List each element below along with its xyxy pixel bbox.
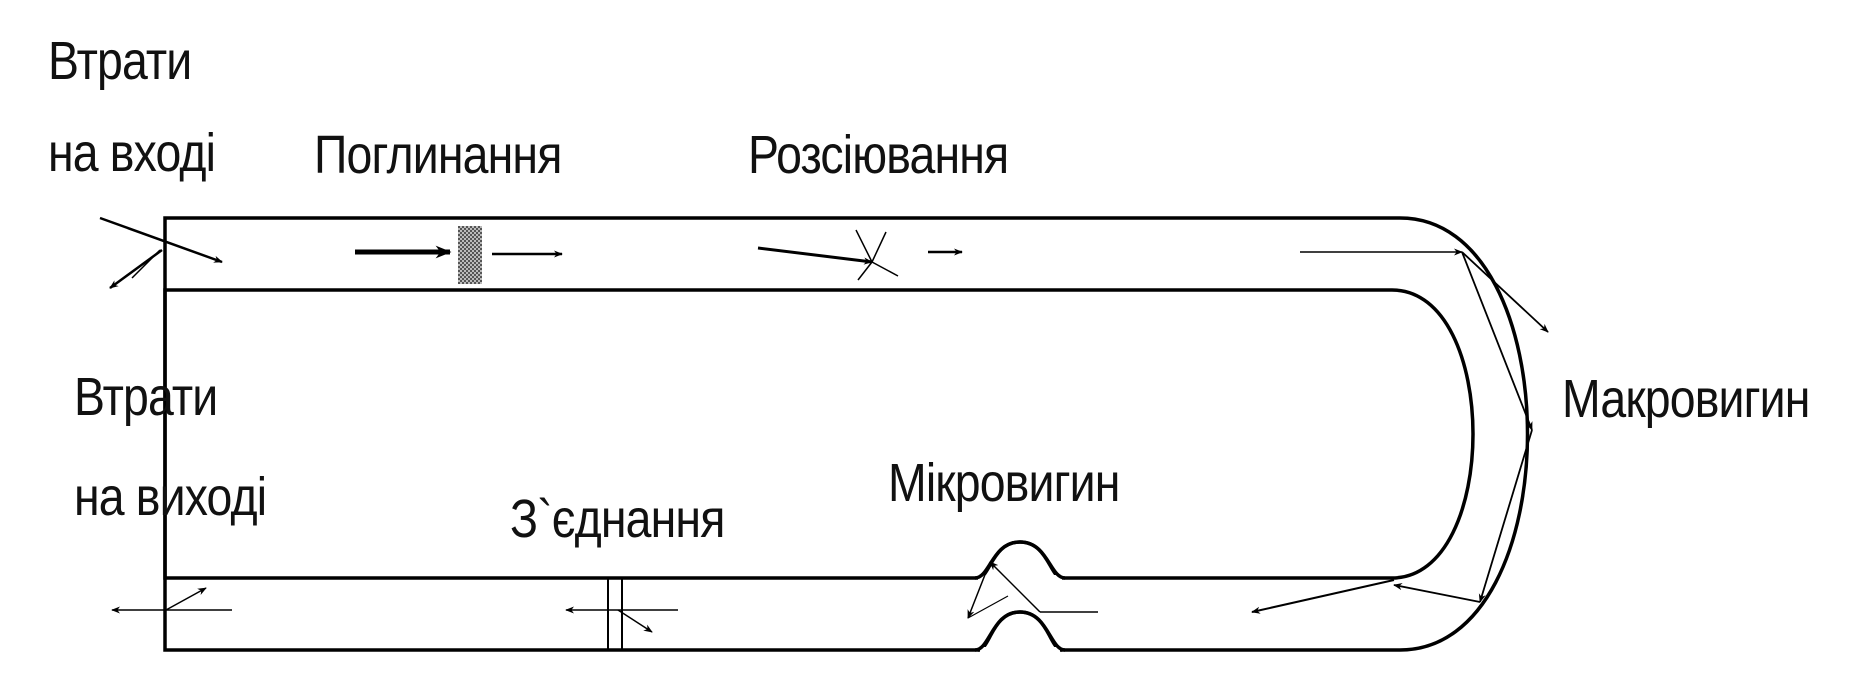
microbend-arrows xyxy=(967,561,1098,619)
label-output-loss-line1: Втрати xyxy=(74,367,218,427)
label-output-loss-line2: на виході xyxy=(74,467,267,527)
label-input-loss-line1: Втрати xyxy=(48,31,192,91)
label-microbend: Мікровигин xyxy=(888,453,1120,513)
label-absorption: Поглинання xyxy=(314,125,562,185)
scattering-arrows xyxy=(757,229,963,281)
label-splice: З`єднання xyxy=(510,489,725,549)
label-input-loss-line2: на вході xyxy=(48,123,216,183)
fiber-inner-wall xyxy=(163,288,1475,580)
microbend-lower-bump xyxy=(977,610,1063,652)
absorber-block xyxy=(458,226,482,284)
label-macrobend: Макровигин xyxy=(1562,369,1810,429)
splice-joint xyxy=(565,578,678,650)
input-loss-arrows xyxy=(99,216,223,290)
label-scattering: Розсіювання xyxy=(748,125,1009,185)
fiber-outer-wall xyxy=(163,216,1530,652)
absorption-arrows xyxy=(355,226,563,284)
output-loss-arrows xyxy=(111,587,232,614)
macrobend-arrows xyxy=(1251,248,1549,614)
